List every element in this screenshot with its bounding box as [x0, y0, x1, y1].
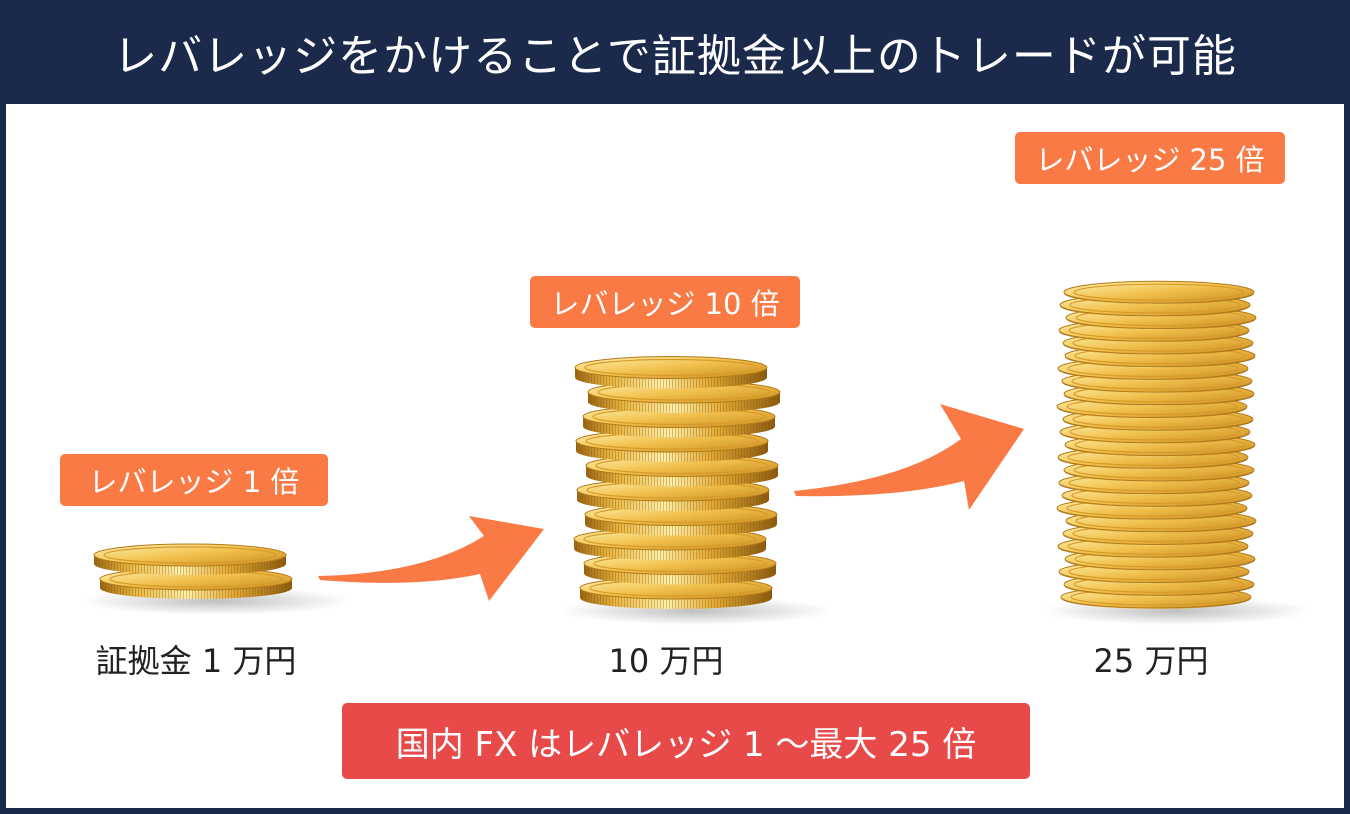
coin: [574, 356, 768, 389]
arrow-right-icon: [794, 404, 1024, 510]
leverage-10x-badge: レバレッジ 10 倍: [530, 276, 800, 328]
coin: [1063, 280, 1255, 305]
arrow-right-icon: [318, 516, 544, 601]
coin-stack-icon: [80, 543, 352, 615]
coin: [1065, 306, 1257, 330]
amount-label-25: 25 万円: [1093, 642, 1209, 680]
coin: [93, 543, 287, 575]
coin-stack-icon: [1041, 280, 1311, 625]
coin: [587, 380, 781, 413]
amount-label-10: 10 万円: [608, 642, 724, 680]
illustration-layer: [80, 280, 1311, 625]
coin: [585, 454, 779, 487]
leverage-25x-badge: レバレッジ 25 倍: [1015, 132, 1285, 184]
coin: [99, 567, 293, 599]
amount-label-1: 証拠金 1 万円: [95, 642, 297, 680]
coin-stack-icon: [560, 356, 832, 625]
leverage-1x-badge: レバレッジ 1 倍: [60, 454, 328, 506]
summary-banner: 国内 FX はレバレッジ 1 〜最大 25 倍: [342, 703, 1030, 779]
page-title: レバレッジをかけることで証拠金以上のトレードが可能: [113, 31, 1237, 82]
content-panel: レバレッジ 1 倍 レバレッジ 10 倍 レバレッジ 25 倍 証拠金 1 万円…: [6, 104, 1344, 808]
coin: [575, 429, 769, 462]
